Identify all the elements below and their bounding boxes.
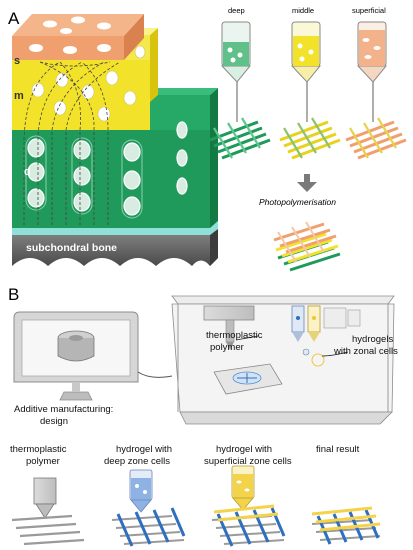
panel-a: A subchondral bone xyxy=(8,6,407,272)
middle-zone-block: m xyxy=(12,28,158,130)
caption-line-2: design xyxy=(40,416,68,427)
syringe-label-superficial: superficial xyxy=(352,6,386,15)
panel-b: B Additive manufacturing:design xyxy=(8,285,398,547)
combined-scaffold xyxy=(273,221,341,272)
computer-caption: Additive manufacturing:design xyxy=(14,404,113,427)
zone-label-d: d xyxy=(24,166,31,178)
step-thermoplastic xyxy=(11,477,85,546)
printer xyxy=(171,295,395,425)
cable xyxy=(137,371,173,378)
process-label: Photopolymerisation xyxy=(259,197,336,207)
syringe-deep: deep xyxy=(209,6,271,160)
zone-label-m: m xyxy=(14,90,24,102)
scaffold-deep xyxy=(209,120,271,160)
superficial-zone-block: s xyxy=(12,14,144,67)
svg-text:Additive manufacturing:design: Additive manufacturing:design xyxy=(14,404,113,427)
step-final-result xyxy=(311,506,381,545)
computer-monitor xyxy=(13,311,139,401)
collagen-fibres xyxy=(23,61,121,225)
panel-a-label: A xyxy=(8,9,20,28)
caption-line-1: Additive manufacturing: xyxy=(14,404,113,415)
panel-b-label: B xyxy=(8,285,19,304)
deep-zone-block: d xyxy=(12,88,218,228)
subchondral-bone: subchondral bone xyxy=(12,228,218,266)
scaffold-superficial xyxy=(345,120,407,160)
syringe-label-middle: middle xyxy=(292,6,314,15)
down-arrow-icon xyxy=(297,174,317,192)
syringe-label-deep: deep xyxy=(228,6,245,15)
step-label-final: final result xyxy=(316,444,360,455)
step-deep-hydrogel xyxy=(111,469,186,547)
bone-label: subchondral bone xyxy=(26,242,117,254)
scaffold-middle xyxy=(279,120,341,160)
zone-label-s: s xyxy=(14,55,20,67)
syringe-superficial: superficial xyxy=(345,6,407,160)
step-superficial-hydrogel xyxy=(211,465,286,547)
syringe-middle: middle xyxy=(279,6,341,160)
